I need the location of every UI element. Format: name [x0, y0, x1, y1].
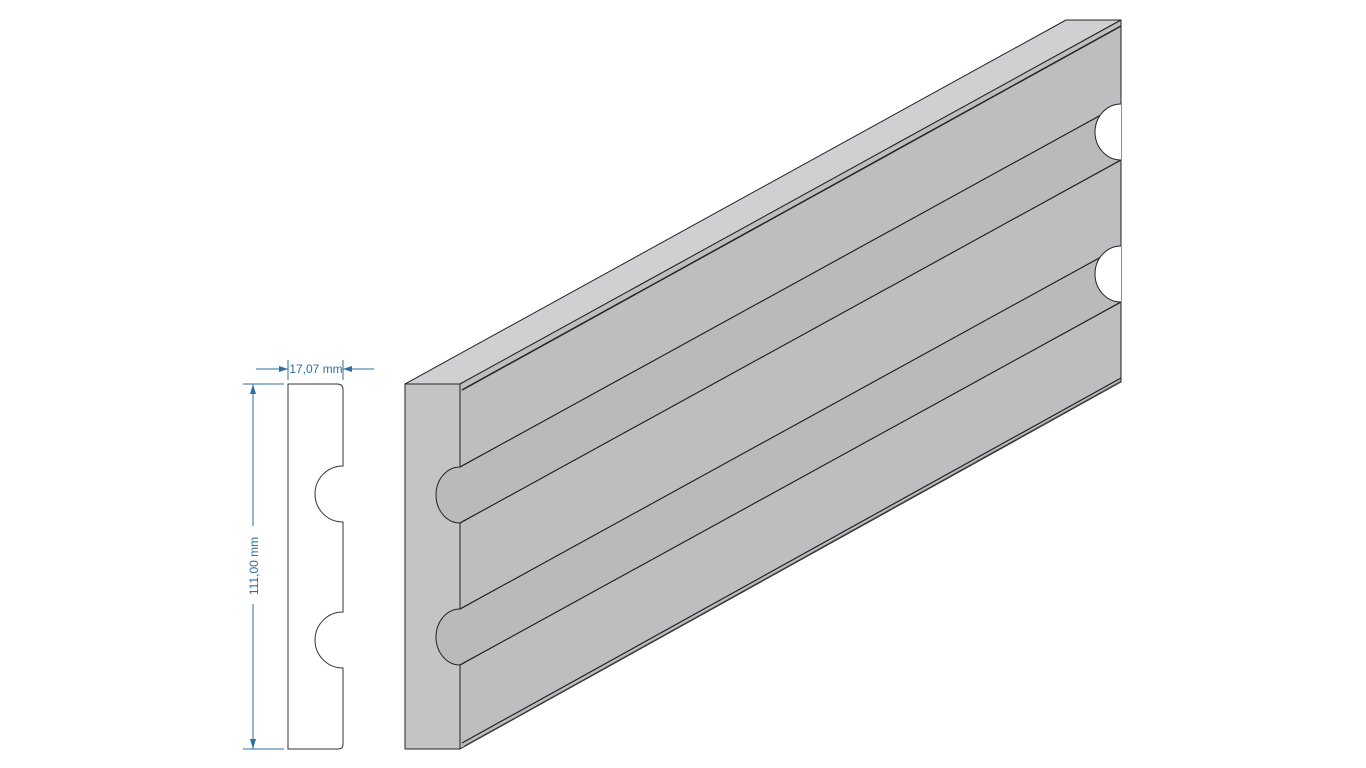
- groove-upper: [435, 103, 1122, 524]
- profile-outline: [287, 383, 344, 750]
- height-label: 111,00 mm: [247, 537, 261, 595]
- profile-cross-section: [287, 383, 344, 750]
- groove-lower: [435, 245, 1122, 666]
- thickness-dimension: 17,07 mm: [256, 360, 374, 380]
- board-front-face: [459, 19, 1122, 750]
- thickness-label: 17,07 mm: [289, 362, 342, 376]
- board-end-face: [404, 383, 461, 750]
- height-dimension: 111,00 mm: [243, 383, 284, 750]
- board-isometric-view: [404, 19, 1122, 750]
